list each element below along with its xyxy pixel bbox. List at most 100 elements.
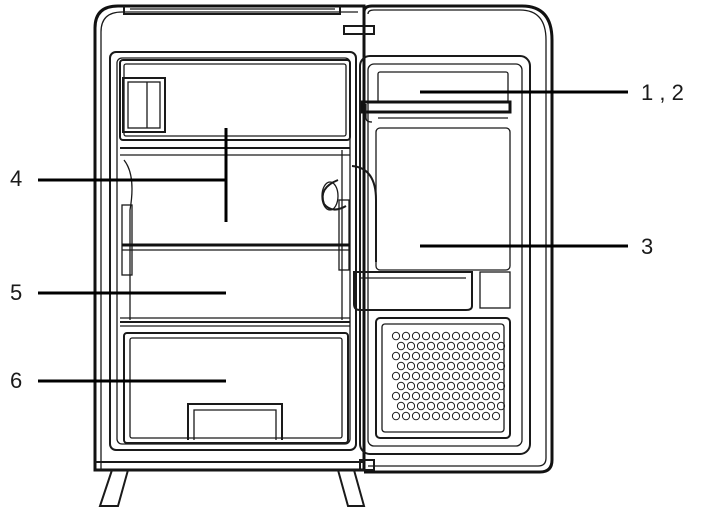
hex-dot [436, 401, 446, 411]
hex-dot [446, 381, 456, 391]
hex-dot [476, 341, 486, 351]
hex-dot [461, 411, 471, 421]
freezer-compartment [119, 59, 351, 156]
hex-dot [406, 401, 416, 411]
hex-dot [401, 371, 411, 381]
hex-dot [446, 341, 456, 351]
hex-dot [411, 411, 421, 421]
hex-dot [406, 341, 416, 351]
hex-dot [466, 381, 476, 391]
glass-shelf [120, 243, 350, 327]
hex-pattern [391, 331, 506, 421]
hex-dot [441, 351, 451, 361]
hex-dot [421, 391, 431, 401]
hex-dot [491, 371, 501, 381]
hex-dot [491, 391, 501, 401]
hex-dot [436, 341, 446, 351]
hex-dot [416, 361, 426, 371]
right-foot [337, 469, 366, 507]
hex-dot [461, 371, 471, 381]
hex-dot [476, 381, 486, 391]
hex-dot [466, 361, 476, 371]
crisper-drawer [123, 332, 349, 444]
callout-label-5: 5 [10, 280, 23, 305]
hex-dot [491, 411, 501, 421]
hex-dot [491, 351, 501, 361]
hex-dot [406, 381, 416, 391]
hex-dot [471, 371, 481, 381]
hex-dot [451, 391, 461, 401]
hex-dot [396, 381, 406, 391]
callout-label-4: 4 [10, 166, 23, 191]
hex-dot [471, 391, 481, 401]
hex-dot [481, 391, 491, 401]
hex-dot [456, 361, 466, 371]
hex-dot [441, 391, 451, 401]
hex-dot [401, 411, 411, 421]
hex-dot [441, 411, 451, 421]
hex-dot [456, 381, 466, 391]
hex-dot [481, 331, 491, 341]
hex-dot [411, 351, 421, 361]
hex-dot [411, 371, 421, 381]
hex-dot [421, 351, 431, 361]
hex-dot [461, 331, 471, 341]
hex-dot [391, 391, 401, 401]
hex-dot [451, 371, 461, 381]
hex-dot [451, 331, 461, 341]
hex-dot [396, 341, 406, 351]
hex-dot [406, 361, 416, 371]
callout-label-1-2: 1 , 2 [641, 80, 684, 105]
door-bottle-shelf [351, 127, 511, 311]
hex-dot [466, 401, 476, 411]
hex-dot [461, 351, 471, 361]
hex-dot [446, 361, 456, 371]
hex-dot [391, 331, 401, 341]
hex-dot [496, 341, 506, 351]
hex-dot [426, 401, 436, 411]
hex-dot [391, 411, 401, 421]
hex-dot [431, 371, 441, 381]
hex-dot [421, 411, 431, 421]
hex-dot [426, 341, 436, 351]
hex-dot [456, 401, 466, 411]
hex-dot [456, 341, 466, 351]
hinge [343, 25, 375, 471]
hex-dot [486, 361, 496, 371]
hex-dot [396, 401, 406, 411]
hex-dot [481, 371, 491, 381]
door-lower-storage [375, 317, 511, 439]
hex-dot [436, 361, 446, 371]
cabinet [93, 4, 366, 507]
hex-dot [421, 331, 431, 341]
hex-dot [421, 371, 431, 381]
hex-dot [496, 381, 506, 391]
hex-dot [401, 351, 411, 361]
hex-dot [471, 411, 481, 421]
leader-lines [38, 90, 628, 383]
hex-dot [486, 381, 496, 391]
hex-dot [451, 351, 461, 361]
hex-dot [426, 381, 436, 391]
hex-dot [461, 391, 471, 401]
hex-dot [441, 371, 451, 381]
hex-dot [411, 331, 421, 341]
hex-dot [476, 401, 486, 411]
left-foot [98, 469, 129, 507]
hex-dot [391, 371, 401, 381]
hex-dot [481, 351, 491, 361]
hex-dot [416, 401, 426, 411]
hex-dot [436, 381, 446, 391]
hex-dot [471, 331, 481, 341]
hex-dot [431, 351, 441, 361]
hex-dot [396, 361, 406, 371]
hex-dot [431, 391, 441, 401]
hex-dot [481, 411, 491, 421]
callout-label-6: 6 [10, 368, 23, 393]
hex-dot [416, 341, 426, 351]
door [321, 4, 554, 474]
hex-dot [426, 361, 436, 371]
door-shelf-top [360, 71, 512, 123]
hex-dot [486, 401, 496, 411]
